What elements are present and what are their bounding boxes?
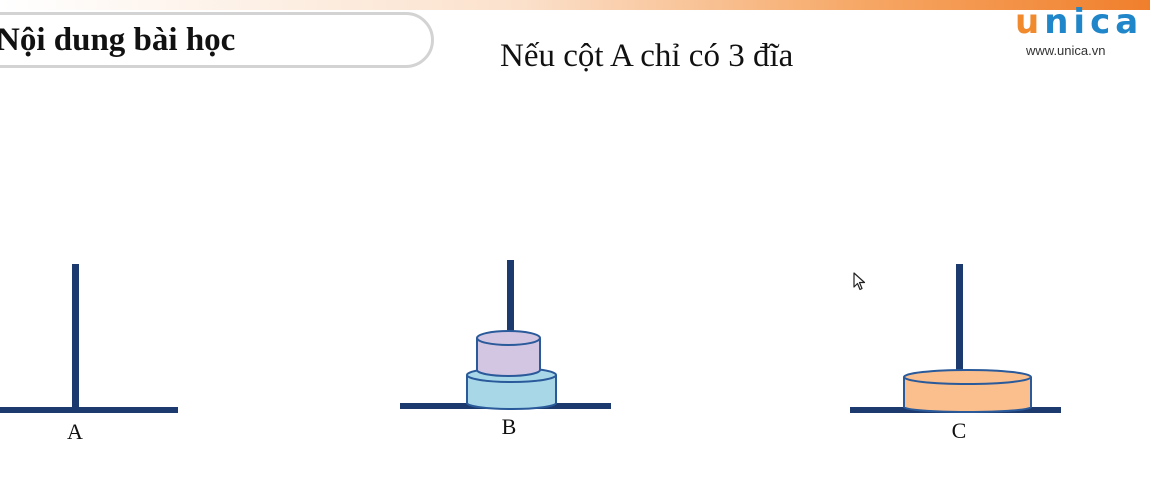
peg-a: A: [0, 264, 178, 444]
disk-large: [903, 369, 1032, 413]
peg-c-label: C: [952, 418, 967, 443]
section-title-box: [0, 12, 434, 68]
peg-a-base: [0, 407, 178, 413]
top-accent-bar: [0, 0, 1150, 10]
logo-url: www.unica.vn: [1026, 43, 1106, 58]
slide-heading: Nếu cột A chỉ có 3 đĩa: [500, 38, 794, 74]
peg-b-label: B: [502, 414, 517, 439]
logo-wordmark: unica: [1015, 2, 1144, 42]
peg-a-label: A: [67, 419, 83, 444]
mouse-cursor-icon: [853, 272, 866, 291]
peg-a-pole: [72, 264, 79, 410]
disk-small: [476, 330, 541, 377]
section-title: Nội dung bài học: [0, 22, 236, 58]
peg-c: C: [850, 264, 1061, 443]
peg-b: B: [400, 260, 611, 439]
peg-c-pole: [956, 264, 963, 410]
unica-logo: unica www.unica.vn: [1010, 2, 1145, 60]
